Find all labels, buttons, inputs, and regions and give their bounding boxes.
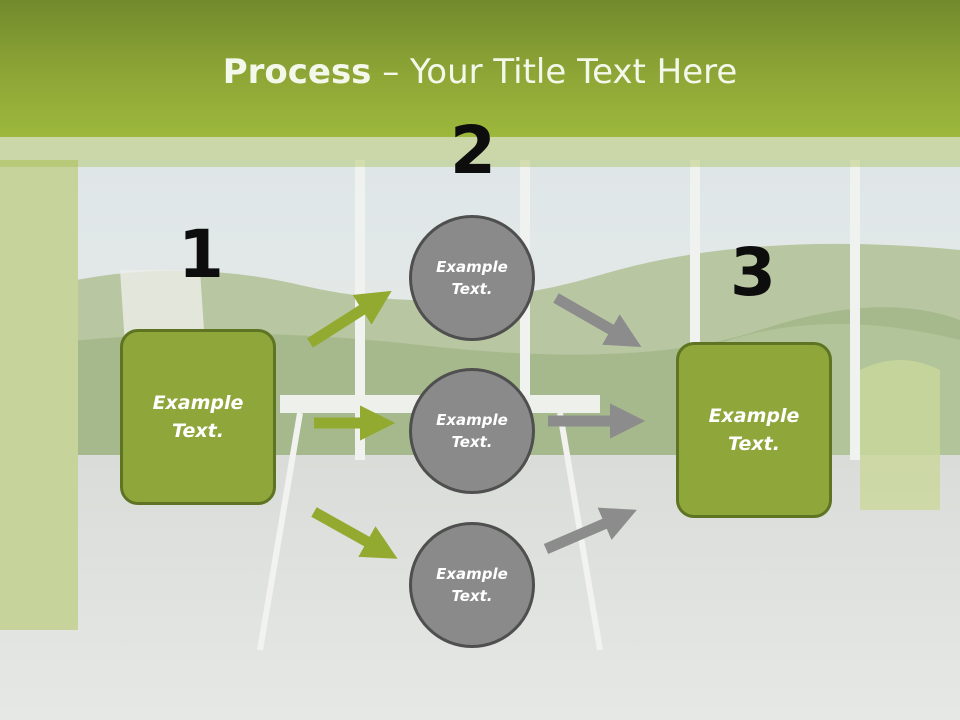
step-2-circle-3-text: Example Text. (436, 564, 508, 606)
step-3-number: 3 (730, 234, 776, 311)
gray-arrow-up (543, 507, 637, 555)
step-3-box[interactable]: Example Text. (676, 342, 832, 518)
step-1-box[interactable]: Example Text. (120, 329, 276, 505)
step-1-text: Example Text. (152, 391, 244, 443)
step-3-text: Example Text. (708, 404, 800, 456)
title-bold: Process (222, 52, 372, 92)
step-2-circle-1-text: Example Text. (436, 257, 508, 299)
title-bar (0, 0, 960, 137)
gray-arrow-down (553, 293, 642, 348)
step-2-circle-1[interactable]: Example Text. (409, 215, 535, 341)
step-2-circle-3[interactable]: Example Text. (409, 522, 535, 648)
step-2-circle-2[interactable]: Example Text. (409, 368, 535, 494)
step-2-circle-2-text: Example Text. (436, 410, 508, 452)
step-2-number: 2 (450, 112, 496, 189)
step-1-number: 1 (178, 216, 224, 293)
green-arrow-up (307, 290, 392, 348)
green-arrow-down (311, 507, 398, 559)
title-rest: – Your Title Text Here (371, 52, 738, 92)
slide-title[interactable]: Process – Your Title Text Here (0, 52, 960, 92)
title-bar-strip (0, 137, 960, 167)
